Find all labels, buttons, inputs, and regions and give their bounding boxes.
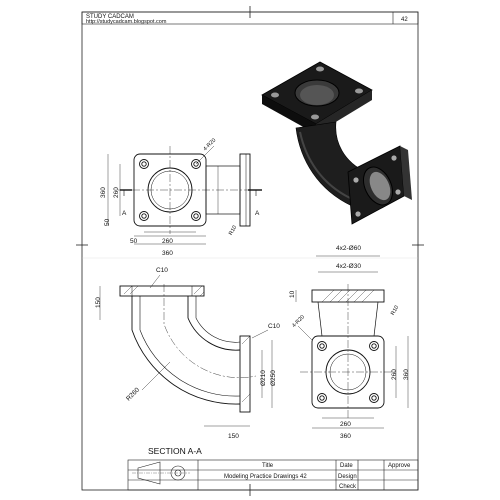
section-view [99,274,273,427]
side-bolt-holes [317,341,379,403]
header-block: STUDY CADCAM http://studycadcam.blogspot… [81,11,419,25]
front-view [107,145,262,245]
section-view-labels: C10 150 C10 R260 Ø210 Ø250 150 [95,267,280,440]
front-dim-r10: R10 [228,225,238,237]
cut-label-right: A [255,210,260,217]
title-block [127,459,419,491]
section-chamfer-right: C10 [268,323,280,330]
section-inner-wall [187,296,241,351]
section-right-flange [239,335,251,413]
brand-name: STUDY CADCAM [86,14,134,20]
iso-hole-1 [271,92,279,98]
front-dim-360h: 360 [162,250,173,257]
section-dim-150h: 150 [228,433,239,440]
section-dim-r260: R260 [125,386,141,402]
side-dim-10: 10 [289,290,296,298]
design-label: Design [338,474,357,480]
section-dim-250: Ø250 [270,370,277,386]
section-top-flange [119,285,205,297]
side-dim-r10: R10 [390,305,400,317]
iso-hole-2 [316,66,324,72]
brand-url: http://studycadcam.blogspot.com [86,19,167,25]
title-value: Modeling Practice Drawings 42 [224,474,307,480]
section-label: SECTION A-A [148,446,202,456]
sheet-border [81,11,419,491]
isometric-view [261,61,412,225]
front-view-labels: A A 4-R20 360 260 50 50 260 360 R10 [100,138,260,257]
title-block-text: Title Modeling Practice Drawings 42 Date… [224,463,411,490]
section-dim-150v: 150 [95,297,102,308]
front-dim-260: 260 [113,187,120,198]
front-dim-50h: 50 [130,238,138,245]
side-dim-260h: 260 [340,421,351,428]
check-label: Check [339,484,357,490]
approve-label: Approve [388,463,411,469]
section-outer-wall [131,296,241,405]
side-dim-260v: 260 [391,369,398,380]
date-label: Date [340,463,353,469]
front-dim-50v: 50 [104,218,111,226]
section-dim-210: Ø210 [260,370,267,386]
side-holes-60: 4x2-Ø60 [336,245,361,252]
front-bolt-holes [139,159,201,221]
side-dim-360h: 360 [340,433,351,440]
cut-label-left: A [122,210,127,217]
iso-hole-3 [355,88,363,94]
front-dim-260h: 260 [162,238,173,245]
side-view-labels: 4x2-Ø60 4x2-Ø30 10 R10 4-R20 260 360 260… [289,245,410,440]
side-holes-30: 4x2-Ø30 [336,263,361,270]
side-view [295,255,409,429]
front-dim-360: 360 [100,187,107,198]
side-dim-360v: 360 [403,369,410,380]
section-chamfer-top: C10 [156,267,168,274]
title-label: Title [262,463,274,469]
sheet-number: 42 [401,17,408,23]
iso-hole-4 [311,114,319,120]
